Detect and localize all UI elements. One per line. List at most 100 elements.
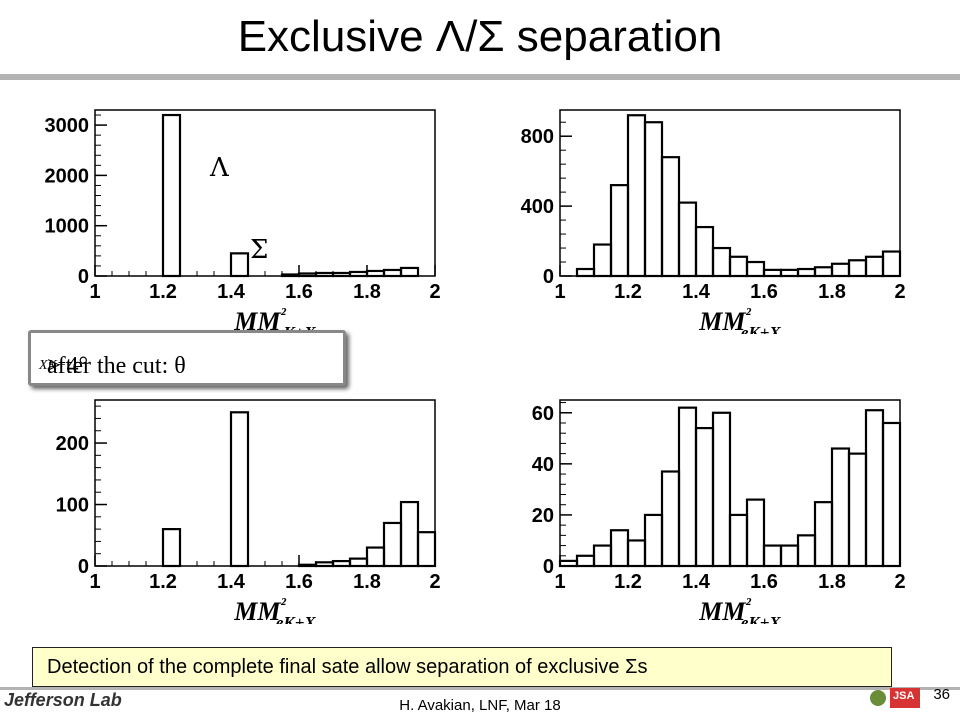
x-tick-label: 1.6	[285, 571, 313, 593]
histogram-bar	[229, 252, 250, 278]
histogram-bar	[382, 521, 403, 568]
histogram-bar	[314, 561, 335, 568]
footer-divider	[0, 687, 960, 690]
histogram-bar	[864, 255, 885, 278]
cut-rest: > 4°	[47, 353, 89, 379]
histogram-bar	[762, 544, 783, 568]
histogram-bar	[592, 544, 613, 568]
histogram-bar	[796, 267, 817, 278]
caption-box: Detection of the complete final sate all…	[32, 647, 892, 687]
jsa-logo-text: JSA	[893, 690, 915, 702]
histogram-bar	[399, 500, 420, 568]
x-tick-label: 1.8	[818, 571, 846, 593]
histogram-bar	[813, 501, 834, 568]
x-tick-label: 1.4	[217, 281, 246, 303]
histogram-bar	[881, 250, 902, 278]
x-tick-label: 1	[554, 281, 565, 303]
x-tick-label: 1.2	[614, 571, 642, 593]
histogram-bar	[609, 184, 630, 278]
x-tick-label: 2	[894, 571, 905, 593]
histogram-bar	[382, 268, 403, 278]
x-tick-label: 1.6	[750, 281, 778, 303]
histogram-bar	[694, 225, 715, 278]
y-tick-label: 2000	[45, 165, 90, 187]
cut-text: after the cut: θ	[47, 353, 186, 379]
y-tick-label: 0	[543, 556, 554, 578]
histogram-bar	[229, 411, 250, 568]
jefferson-lab-logo: Jefferson Lab	[4, 690, 122, 710]
x-tick-label: 1.8	[353, 571, 381, 593]
histogram-bar	[348, 270, 369, 278]
histogram-bar	[660, 470, 681, 568]
histogram-bar	[558, 559, 579, 568]
y-tick-label: 100	[56, 495, 89, 517]
institution-logo-icon	[870, 690, 886, 706]
histogram-bar	[762, 268, 783, 278]
caption-text: Detection of the complete final sate all…	[47, 656, 648, 678]
x-tick-label: 1.4	[682, 571, 711, 593]
histogram-bar	[365, 546, 386, 568]
y-tick-label: 400	[521, 196, 554, 218]
title-divider	[0, 74, 960, 80]
x-tick-label: 1.2	[149, 571, 177, 593]
histogram-bar	[694, 426, 715, 568]
footer-text: H. Avakian, LNF, Mar 18	[399, 697, 561, 714]
x-tick-label: 1.8	[818, 281, 846, 303]
y-tick-label: 60	[532, 403, 554, 425]
histogram-bar	[830, 262, 851, 278]
y-tick-label: 1000	[45, 216, 90, 238]
histogram-bar	[847, 259, 868, 278]
x-tick-label: 1.4	[682, 281, 711, 303]
histogram-bar	[331, 559, 352, 568]
histogram-bar	[348, 557, 369, 568]
x-tick-label: 1.6	[285, 281, 313, 303]
y-tick-label: 40	[532, 454, 554, 476]
histogram-bar	[728, 513, 749, 568]
histogram-bar	[796, 534, 817, 568]
histogram-bar	[779, 544, 800, 568]
histogram-bar	[609, 529, 630, 568]
histogram-bar	[297, 272, 318, 278]
y-tick-label: 200	[56, 433, 89, 455]
histogram-bar	[813, 266, 834, 278]
histogram-bar	[660, 156, 681, 278]
histogram-bar	[745, 498, 766, 568]
histogram-bar	[711, 246, 732, 278]
histogram-bar	[365, 269, 386, 278]
x-tick-label: 1.2	[614, 281, 642, 303]
x-tick-label: 2	[429, 281, 440, 303]
histogram-bar	[280, 273, 301, 278]
histogram-bar	[881, 421, 902, 568]
histogram-bar	[711, 411, 732, 568]
histogram-bar	[416, 531, 437, 568]
page-number: 36	[933, 686, 950, 703]
histogram-bar	[677, 406, 698, 568]
cut-subscript: XK+	[39, 357, 67, 373]
histogram-bar	[779, 268, 800, 278]
x-tick-label: 2	[429, 571, 440, 593]
y-tick-label: 3000	[45, 115, 90, 137]
histogram-bar	[847, 452, 868, 568]
histogram-bar	[626, 539, 647, 568]
histogram-bar	[331, 271, 352, 278]
histogram-bar	[161, 528, 182, 568]
x-tick-label: 2	[894, 281, 905, 303]
histogram-bar	[677, 201, 698, 278]
y-tick-label: 0	[78, 556, 89, 578]
histogram-bar	[592, 243, 613, 278]
y-tick-label: 0	[78, 266, 89, 288]
y-tick-label: 20	[532, 505, 554, 527]
histogram-bar	[399, 266, 420, 278]
x-tick-label: 1	[89, 571, 100, 593]
